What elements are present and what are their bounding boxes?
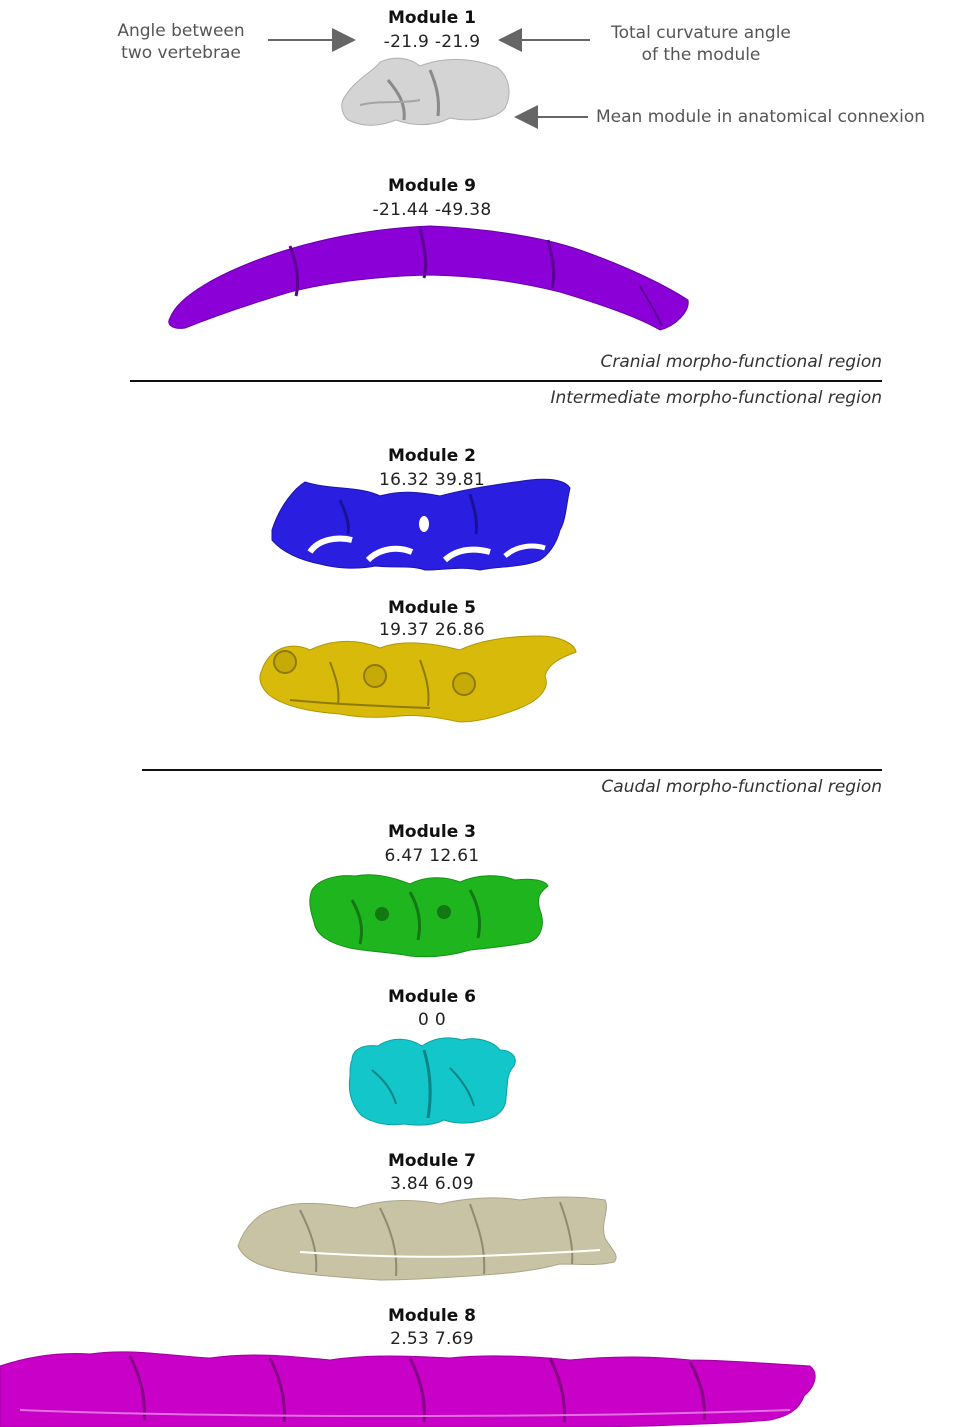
module-7-shape bbox=[238, 1197, 616, 1280]
module-6-shape bbox=[349, 1038, 515, 1125]
module-9-title: Module 9 bbox=[332, 176, 532, 196]
module-5-values: 19.37 26.86 bbox=[332, 620, 532, 640]
module-8-shape bbox=[0, 1352, 815, 1427]
module-7-values: 3.84 6.09 bbox=[332, 1174, 532, 1194]
module-3-values: 6.47 12.61 bbox=[332, 846, 532, 866]
module-6-title: Module 6 bbox=[332, 987, 532, 1007]
module-7-title: Module 7 bbox=[332, 1151, 532, 1171]
module-5-shape bbox=[260, 636, 576, 722]
cranial-region-label: Cranial morpho-functional region bbox=[601, 352, 883, 372]
module-9-values: -21.44 -49.38 bbox=[332, 200, 532, 220]
module-2-shape bbox=[272, 479, 570, 570]
module-1-shape bbox=[342, 58, 509, 125]
module-9-shape bbox=[169, 226, 688, 330]
module-5-title: Module 5 bbox=[332, 598, 532, 618]
module-3-shape bbox=[310, 875, 548, 957]
module-3-title: Module 3 bbox=[332, 822, 532, 842]
cranial-divider bbox=[130, 380, 882, 382]
module-8-title: Module 8 bbox=[332, 1306, 532, 1326]
module-2-title: Module 2 bbox=[332, 446, 532, 466]
module-8-values: 2.53 7.69 bbox=[332, 1329, 532, 1349]
caudal-region-label: Caudal morpho-functional region bbox=[601, 777, 882, 797]
caudal-divider bbox=[142, 769, 882, 771]
module-2-values: 16.32 39.81 bbox=[332, 470, 532, 490]
intermediate-region-label: Intermediate morpho-functional region bbox=[550, 388, 882, 408]
module-6-values: 0 0 bbox=[332, 1010, 532, 1030]
